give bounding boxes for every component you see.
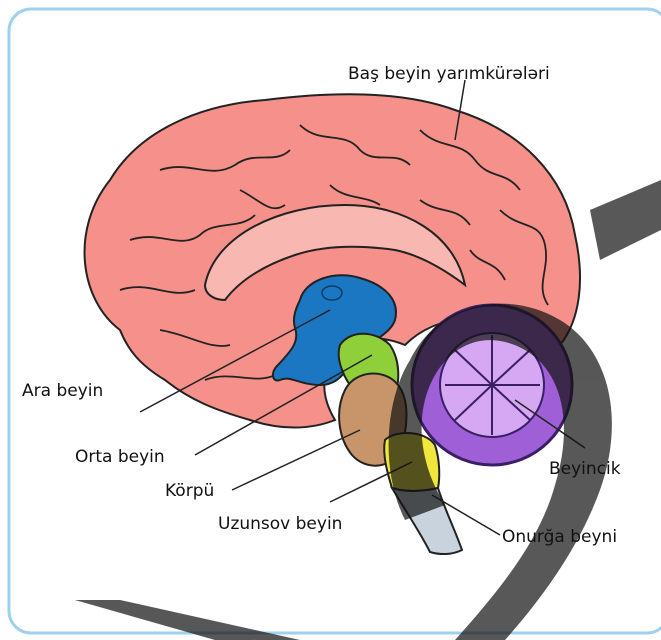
- label-spinal-cord: Onurğa beyni: [502, 527, 617, 547]
- label-medulla: Uzunsov beyin: [218, 514, 342, 534]
- label-cerebral-hemispheres: Baş beyin yarımkürələri: [348, 64, 550, 84]
- label-cerebellum: Beyincik: [549, 459, 621, 479]
- label-pons: Körpü: [165, 481, 214, 501]
- label-diencephalon: Ara beyin: [22, 381, 103, 401]
- label-midbrain: Orta beyin: [75, 447, 165, 467]
